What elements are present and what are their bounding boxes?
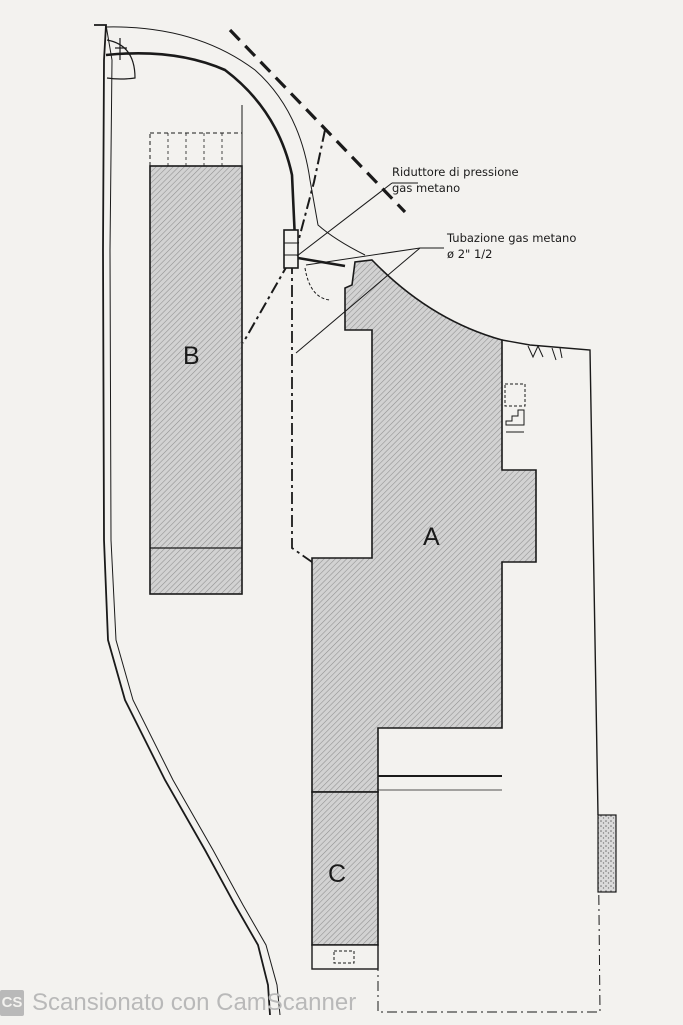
- scanner-watermark: CS Scansionato con CamScanner: [0, 986, 356, 1020]
- building-b-label: B: [183, 342, 200, 370]
- building-c: [311, 791, 379, 970]
- watermark-text: Scansionato con CamScanner: [32, 989, 357, 1016]
- building-a-label: A: [423, 523, 440, 551]
- building-b: [149, 105, 243, 595]
- curved-driveway: [105, 26, 366, 256]
- leader-lines: [295, 182, 444, 354]
- pressure-reducer-label-line2: gas metano: [392, 181, 460, 195]
- building-a: [311, 259, 537, 793]
- pressure-reducer: [283, 229, 346, 269]
- gate-arc: [106, 38, 136, 80]
- building-c-label: C: [328, 860, 346, 888]
- camscanner-logo-icon: CS: [0, 990, 24, 1016]
- road-boundary: [94, 24, 281, 1016]
- pressure-reducer-label-line1: Riduttore di pressione: [392, 165, 519, 179]
- stair-symbol: [504, 383, 526, 433]
- gas-pipe-label-line2: ø 2" 1/2: [447, 247, 492, 261]
- gas-pipe-label-line1: Tubazione gas metano: [446, 231, 576, 245]
- right-boundary: [377, 339, 617, 1013]
- yard-lines: [378, 775, 502, 791]
- dashed-boundary: [228, 28, 407, 214]
- gas-pipeline: [242, 129, 331, 563]
